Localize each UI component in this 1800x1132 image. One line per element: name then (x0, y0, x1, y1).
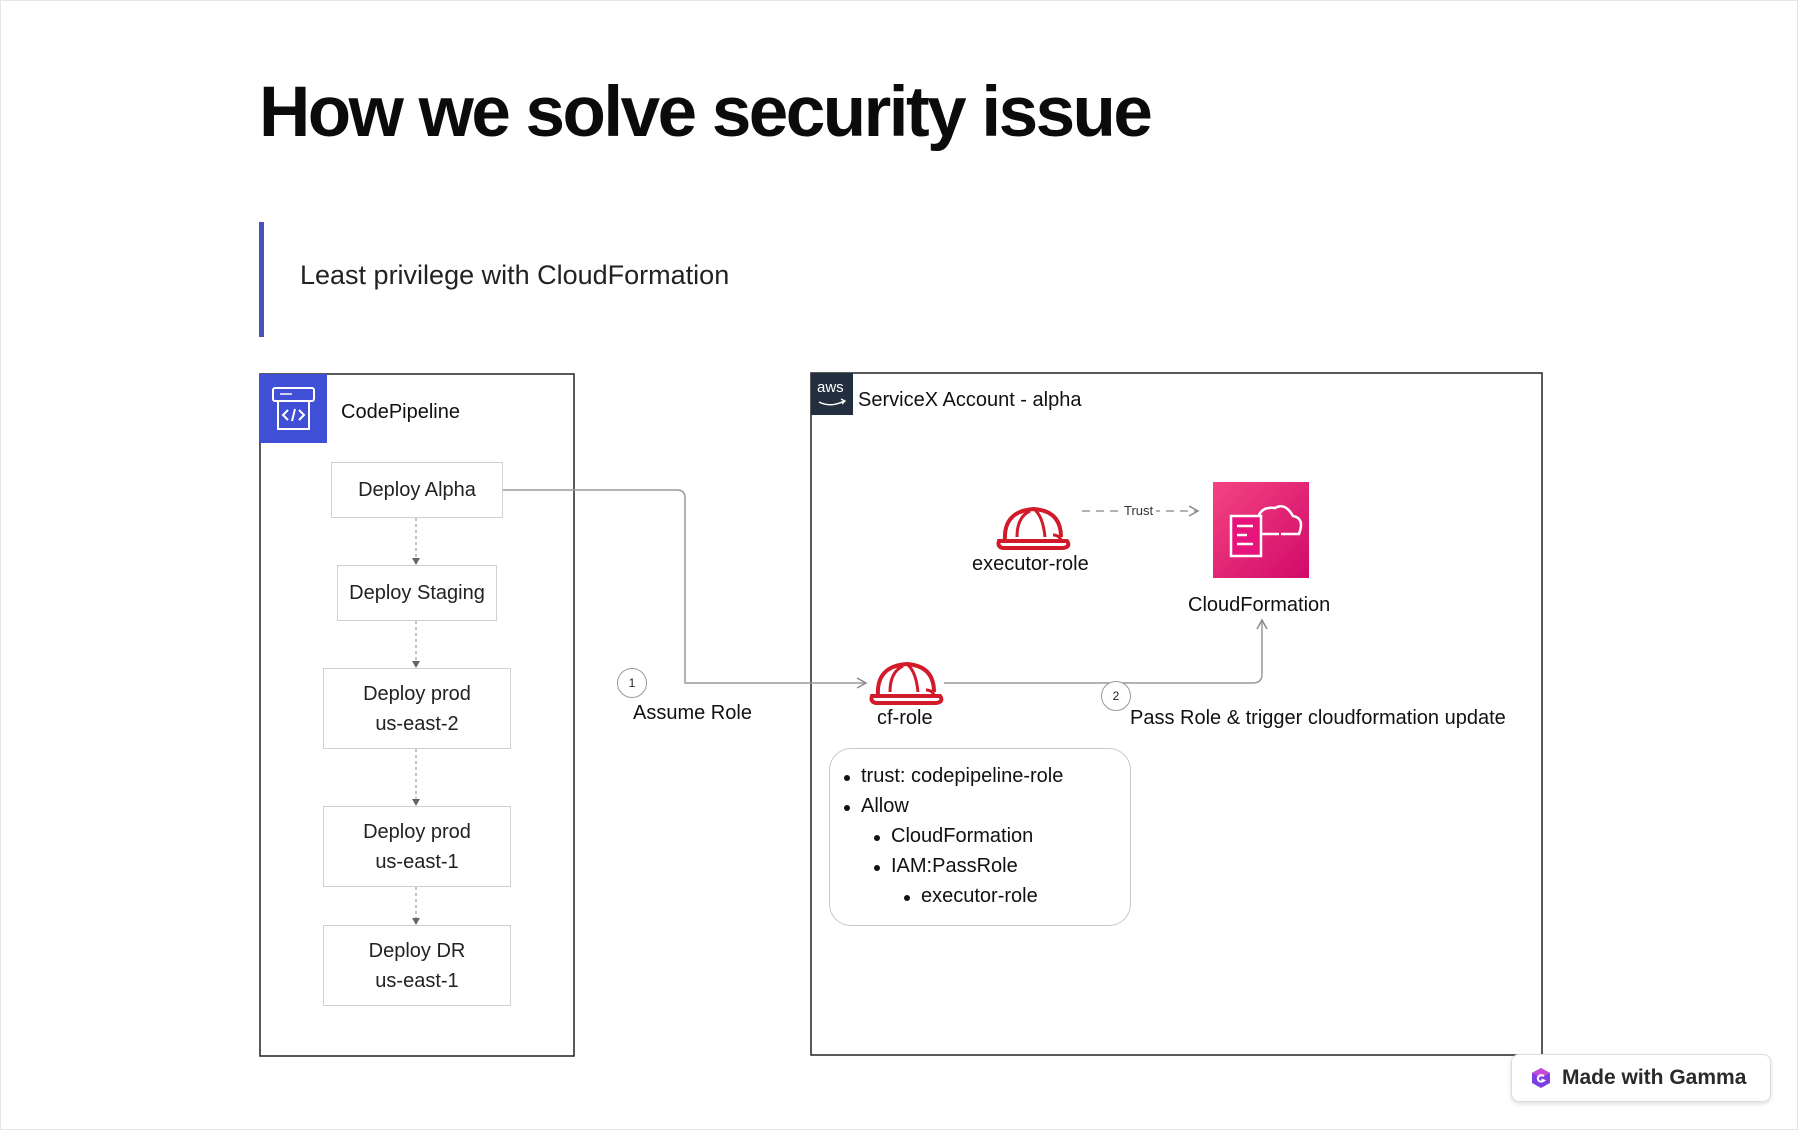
cf-role-policy-box: trust: codepipeline-role Allow CloudForm… (829, 748, 1131, 926)
stage-deploy-prod-us-east-1: Deploy prod us-east-1 (323, 806, 511, 887)
step-2-label: Pass Role & trigger cloudformation updat… (1130, 707, 1506, 729)
trust-label: Trust (1121, 503, 1157, 518)
stage-region: us-east-1 (375, 969, 459, 992)
stage-name: Deploy Alpha (358, 479, 476, 501)
policy-item: IAM:PassRole (874, 855, 1018, 877)
cf-role-icon (869, 661, 944, 705)
made-with-gamma-label: Made with Gamma (1562, 1066, 1747, 1089)
policy-item: executor-role (904, 885, 1038, 907)
page-title: How we solve security issue (259, 73, 1153, 152)
pass-role-connector (944, 618, 1268, 684)
stage-name: Deploy Staging (349, 582, 485, 604)
policy-item: CloudFormation (873, 825, 1034, 847)
made-with-gamma-badge[interactable]: Made with Gamma (1511, 1054, 1771, 1102)
executor-role-icon (996, 506, 1071, 550)
account-group-box (810, 372, 1543, 1056)
cf-role-label: cf-role (877, 707, 933, 729)
aws-logo-text: aws (817, 379, 844, 396)
stage-deploy-alpha: Deploy Alpha (331, 462, 503, 518)
stage-name: Deploy prod (363, 682, 471, 705)
blockquote-accent-bar (259, 222, 264, 337)
gamma-logo-icon (1532, 1068, 1550, 1088)
assume-role-connector (502, 489, 868, 689)
stage-deploy-dr-us-east-1: Deploy DR us-east-1 (323, 925, 511, 1006)
cloudformation-label: CloudFormation (1188, 594, 1331, 616)
codepipeline-label: CodePipeline (341, 401, 460, 423)
cloudformation-icon (1213, 482, 1309, 578)
stage-region: us-east-1 (375, 850, 459, 873)
stage-deploy-staging: Deploy Staging (337, 565, 497, 621)
stage-region: us-east-2 (375, 712, 459, 735)
stage-name: Deploy DR (368, 939, 466, 962)
codepipeline-icon (260, 374, 327, 443)
policy-item: Allow (844, 795, 909, 817)
aws-logo-icon: aws (811, 373, 853, 415)
codepipeline-group-box (259, 373, 575, 1057)
step-1-label: Assume Role (633, 702, 752, 724)
executor-role-label: executor-role (972, 553, 1089, 575)
stage-name: Deploy prod (363, 820, 471, 843)
step-2-marker: 2 (1101, 681, 1131, 711)
stage-deploy-prod-us-east-2: Deploy prod us-east-2 (323, 668, 511, 749)
step-1-marker: 1 (617, 668, 647, 698)
subtitle-quote: Least privilege with CloudFormation (300, 260, 730, 290)
account-label: ServiceX Account - alpha (858, 389, 1082, 411)
policy-item: trust: codepipeline-role (843, 765, 1064, 787)
